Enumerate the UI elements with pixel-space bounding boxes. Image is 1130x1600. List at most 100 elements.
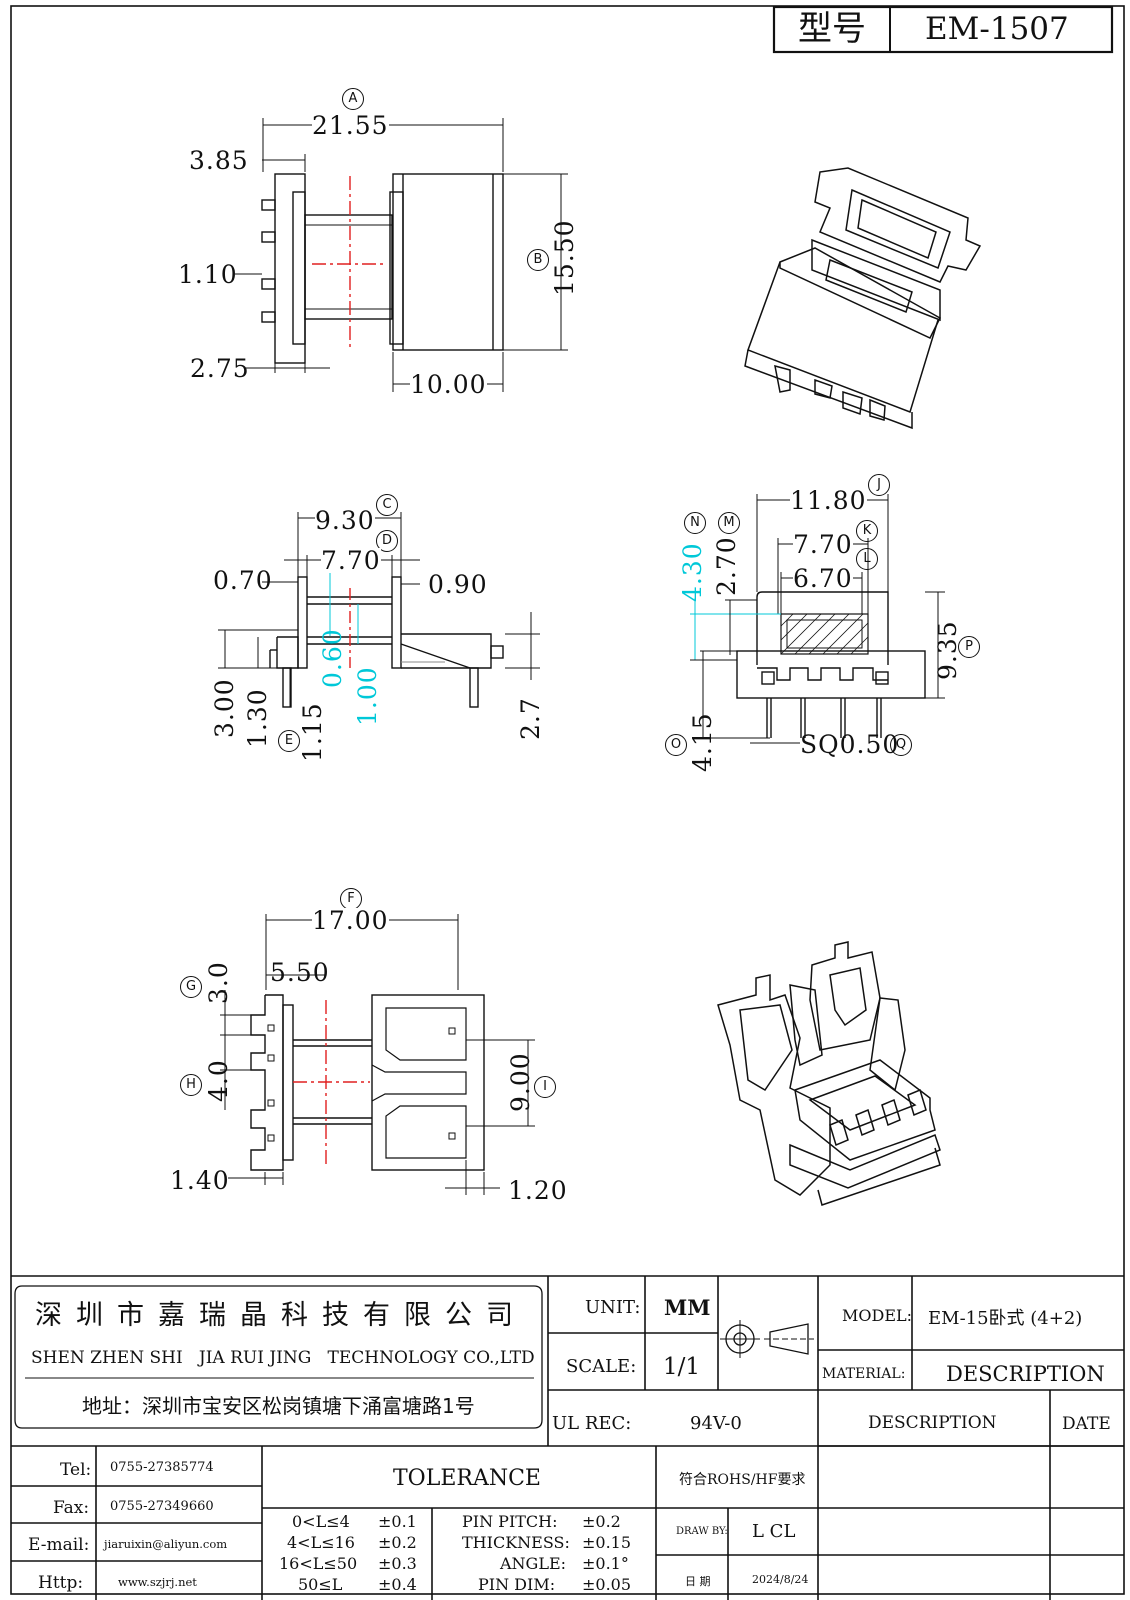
date-value: 2024/8/24	[752, 1573, 809, 1586]
fax-value: 0755-27349660	[110, 1499, 214, 1514]
circle-label-d: D	[376, 530, 398, 552]
bottom-view	[220, 914, 535, 1195]
top-view	[235, 118, 568, 392]
material-value: DESCRIPTION	[946, 1362, 1105, 1386]
company-name-en: SHEN ZHEN SHI JIA RUI JING TECHNOLOGY CO…	[31, 1348, 535, 1368]
dim-1-30: 1.30	[243, 688, 272, 748]
dim-21-55: 21.55	[312, 111, 389, 140]
dim-0-90: 0.90	[428, 570, 488, 599]
circle-label-g: G	[180, 976, 202, 998]
circle-label-m: M	[718, 512, 740, 534]
side-view	[218, 512, 540, 708]
http-value: www.szjrj.net	[118, 1575, 197, 1589]
isometric-view-bottom	[717, 941, 941, 1206]
tol-range-1: 4<L≤16	[287, 1533, 355, 1552]
dim-3-00: 3.00	[210, 678, 239, 738]
circle-label-n: N	[684, 512, 706, 534]
dim-0-60: 0.60	[318, 628, 347, 688]
dim-3-0: 3.0	[204, 961, 233, 1004]
circle-label-j: J	[868, 474, 890, 496]
dim-2-75: 2.75	[190, 354, 250, 383]
model-number: EM-1507	[925, 11, 1069, 47]
param-angle-tol: ±0.1°	[582, 1554, 629, 1573]
dim-1-10: 1.10	[178, 260, 238, 289]
dim-10-00: 10.00	[410, 370, 487, 399]
circle-label-i: I	[534, 1076, 556, 1098]
circle-label-l: L	[856, 548, 878, 570]
tel-value: 0755-27385774	[110, 1460, 214, 1475]
company-address: 地址：深圳市宝安区松岗镇塘下涌富塘路1号	[82, 1394, 475, 1418]
param-thickness-tol: ±0.15	[582, 1533, 632, 1552]
dim-6-70: 6.70	[793, 564, 853, 593]
dim-7-70-front: 7.70	[793, 530, 853, 559]
dim-5-50: 5.50	[270, 958, 330, 987]
circle-label-k: K	[856, 520, 878, 542]
dim-9-30: 9.30	[315, 506, 375, 535]
tol-range-0: 0<L≤4	[292, 1512, 350, 1531]
param-pin-dim-tol: ±0.05	[582, 1575, 632, 1594]
sheet-border	[10, 5, 1125, 1595]
tol-value-3: ±0.4	[378, 1575, 417, 1594]
email-value: jiaruixin@aliyun.com	[104, 1537, 228, 1551]
tol-value-2: ±0.3	[378, 1554, 417, 1573]
dim-4-15: 4.15	[688, 712, 717, 772]
tolerance-title: TOLERANCE	[393, 1466, 541, 1491]
tol-range-3: 50≤L	[298, 1575, 343, 1594]
circle-label-q: Q	[890, 734, 912, 756]
circle-label-o: O	[665, 734, 687, 756]
circle-label-c: C	[376, 494, 398, 516]
dim-4-30: 4.30	[678, 542, 707, 602]
company-name-cn: 深圳市嘉瑞晶科技有限公司	[35, 1300, 527, 1331]
unit-value: MM	[664, 1295, 711, 1320]
unit-label: UNIT:	[585, 1297, 641, 1318]
dim-1-40: 1.40	[170, 1166, 230, 1195]
dim-0-70: 0.70	[213, 566, 273, 595]
circle-label-b: B	[527, 249, 549, 271]
rohs-compliance: 符合ROHS/HF要求	[679, 1472, 806, 1488]
date-label: 日 期	[685, 1575, 711, 1588]
dim-sq0-50: SQ0.50	[800, 730, 900, 759]
scale-label: SCALE:	[566, 1356, 637, 1377]
fax-label: Fax:	[53, 1498, 90, 1518]
ul-value: 94V-0	[690, 1413, 742, 1434]
param-pin-pitch-tol: ±0.2	[582, 1512, 621, 1531]
model-field-label: MODEL:	[842, 1306, 913, 1325]
model-field-value: EM-15卧式 (4+2)	[928, 1308, 1083, 1329]
model-label: 型号	[798, 9, 866, 49]
scale-value: 1/1	[663, 1354, 701, 1380]
dim-11-80: 11.80	[790, 486, 867, 515]
param-pin-dim: PIN DIM:	[478, 1575, 556, 1594]
tol-range-2: 16<L≤50	[279, 1554, 358, 1573]
draw-by-label: DRAW BY:	[676, 1526, 728, 1537]
circle-label-p: P	[958, 636, 980, 658]
dim-9-00: 9.00	[506, 1052, 535, 1112]
dim-9-35: 9.35	[933, 620, 962, 680]
description-header: DESCRIPTION	[868, 1413, 997, 1433]
material-label: MATERIAL:	[822, 1366, 906, 1382]
dim-2-7: 2.7	[516, 697, 545, 740]
model-title-box	[772, 5, 1114, 54]
param-pin-pitch: PIN PITCH:	[462, 1512, 558, 1531]
dim-4-0: 4.0	[204, 1059, 233, 1102]
date-header: DATE	[1062, 1414, 1111, 1434]
isometric-view-top	[744, 167, 982, 430]
dim-1-20: 1.20	[508, 1176, 568, 1205]
dim-3-85: 3.85	[189, 146, 249, 175]
dim-17-00: 17.00	[312, 906, 389, 935]
circle-label-e: E	[278, 730, 300, 752]
draw-by-value: L CL	[752, 1521, 796, 1542]
title-block-lines	[11, 1275, 1124, 1600]
email-label: E-mail:	[28, 1535, 90, 1555]
dim-1-00: 1.00	[353, 666, 382, 726]
circle-label-h: H	[180, 1074, 202, 1096]
dim-1-15: 1.15	[298, 702, 327, 762]
tol-value-1: ±0.2	[378, 1533, 417, 1552]
ul-label: UL REC:	[552, 1413, 632, 1434]
dim-2-70: 2.70	[712, 536, 741, 596]
circle-label-a: A	[342, 88, 364, 110]
dim-7-70-side: 7.70	[321, 546, 381, 575]
tol-value-0: ±0.1	[378, 1512, 417, 1531]
param-angle: ANGLE:	[500, 1554, 567, 1573]
param-thickness: THICKNESS:	[462, 1533, 570, 1552]
